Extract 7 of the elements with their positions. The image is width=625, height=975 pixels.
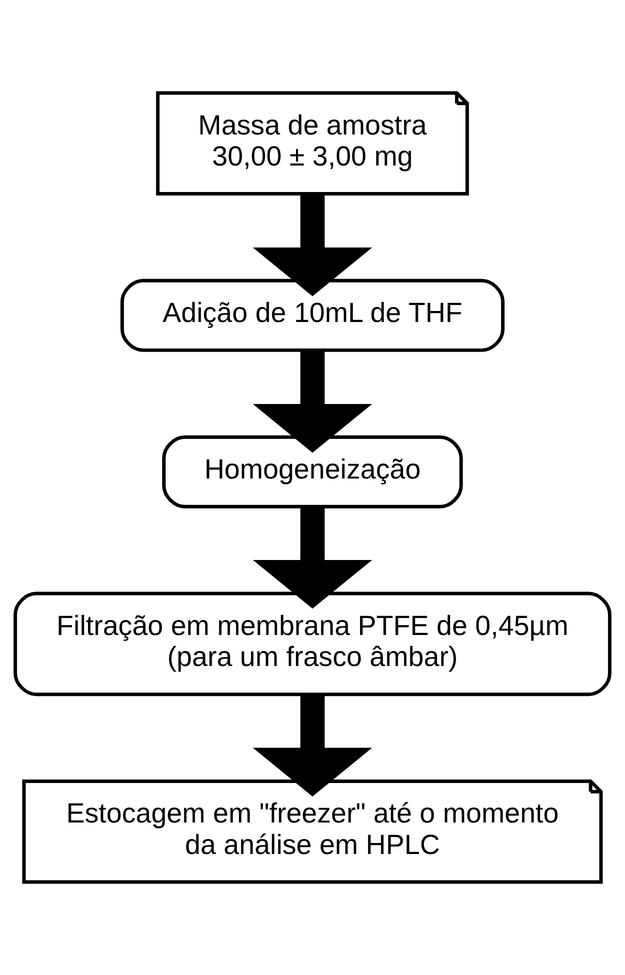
node-box: Adição de 10mL de THF bbox=[120, 278, 505, 352]
arrow bbox=[252, 194, 372, 296]
arrow bbox=[252, 694, 372, 796]
node-box: Homogeneização bbox=[162, 435, 463, 508]
arrow bbox=[252, 350, 372, 453]
arrow bbox=[252, 506, 372, 609]
node-box: Filtração em membrana PTFE de 0,45µm (para um frasco âmbar) bbox=[14, 592, 612, 696]
